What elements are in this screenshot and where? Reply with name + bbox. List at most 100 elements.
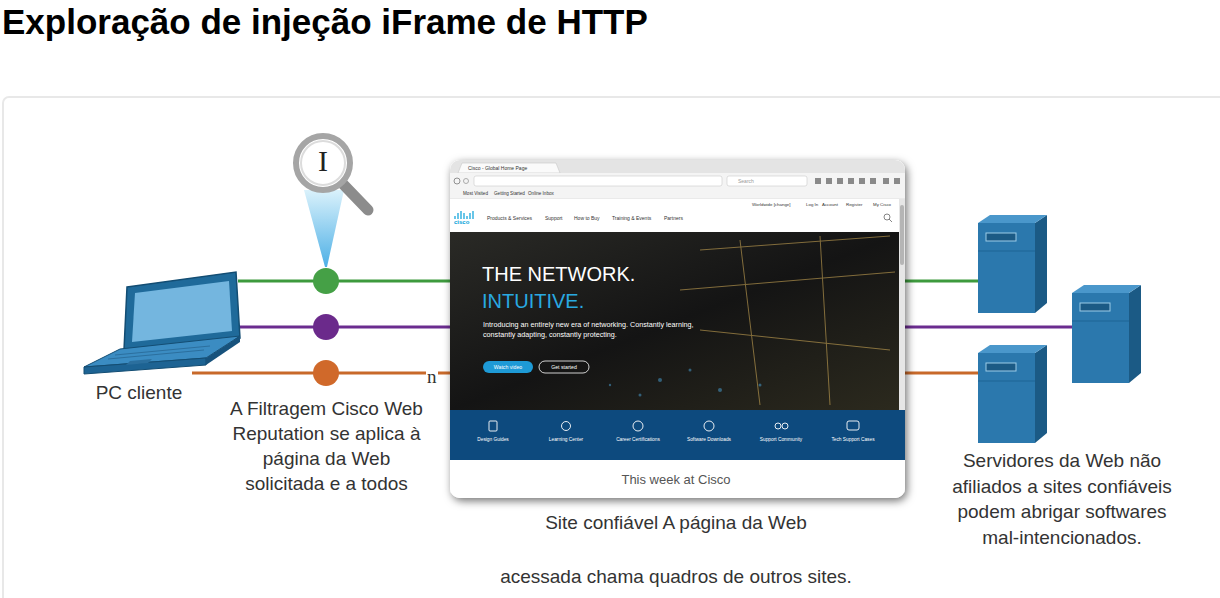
- browser-screenshot-part-part-part: [894, 178, 900, 184]
- browser-screenshot-part-part-part: [718, 388, 722, 392]
- filter-dots-part: [313, 360, 339, 386]
- site-nav: Training & Events: [612, 215, 651, 221]
- server-icons-part-part: [986, 233, 1016, 241]
- browser-screenshot-part-part: [815, 178, 900, 184]
- site-link: Account: [822, 202, 838, 207]
- browser-screenshot-part-part-part: [460, 211, 461, 219]
- hero-text: Introducing an entirely new era of netwo…: [483, 320, 701, 339]
- site-nav: Partners: [664, 215, 683, 221]
- tile-label: Support Community: [746, 437, 816, 443]
- browser-screenshot-part-part: [450, 188, 905, 199]
- browser-screenshot-part-part: [474, 176, 722, 186]
- hero-heading: THE NETWORK.: [482, 262, 635, 286]
- magnifier-icon-part: [296, 136, 350, 190]
- server-icons-part-part: [1035, 215, 1047, 313]
- tile-label: Software Downloads: [674, 437, 744, 443]
- site-link: Worldwide [change]: [752, 202, 790, 207]
- browser-screenshot-part-part: [489, 421, 859, 431]
- server-icons-part-part: [978, 381, 1035, 382]
- browser-screenshot-part-part: [900, 205, 904, 265]
- browser-screenshot-part-part-part: [700, 236, 890, 250]
- search-field: Search: [738, 178, 754, 184]
- browser-screenshot-part-part-part: [815, 178, 821, 184]
- server-icons-part-part: [986, 363, 1016, 371]
- browser-screenshot-part-part: [450, 160, 905, 173]
- laptop-icon-part: [84, 358, 206, 374]
- server-icons-part-part: [1072, 293, 1129, 383]
- site-link: Log In: [806, 202, 818, 207]
- hero-heading: INTUITIVE.: [482, 289, 584, 313]
- tile-label: Design Guides: [458, 437, 528, 443]
- browser-screenshot-part-part-part: [689, 369, 692, 372]
- server-icons-part-part: [1072, 285, 1141, 293]
- hero-button: Watch video: [483, 364, 533, 370]
- browser-screenshot-part-part-part: [609, 384, 611, 386]
- tile-label: Learning Center: [531, 437, 601, 443]
- browser-screenshot-part-part-part: [704, 421, 714, 431]
- site-nav: How to Buy: [574, 215, 600, 221]
- laptop-icon: [84, 272, 240, 374]
- section-heading: This week at Cisco: [576, 472, 776, 488]
- filter-dots-part: [313, 268, 339, 294]
- laptop-icon-part: [126, 359, 152, 365]
- slide-title: Exploração de injeção iFrame de HTTP: [2, 2, 648, 42]
- filter-dots: [313, 268, 339, 386]
- server-icons-part-part: [1129, 285, 1141, 383]
- bookmark: Getting Started: [494, 191, 525, 197]
- magnifier-icon-part: [301, 141, 345, 185]
- filter-dots-part: [313, 314, 339, 340]
- browser-screenshot-part: [450, 160, 905, 498]
- browser-screenshot-part-part-part: [680, 272, 895, 290]
- server-icons-part-part: [1072, 321, 1129, 322]
- server-icons-part-part: [978, 215, 1047, 223]
- site-link: Register: [846, 202, 862, 207]
- server-icons-part-part: [978, 223, 1035, 313]
- browser-screenshot-part-part: [455, 211, 473, 219]
- browser-screenshot-part-part-part: [466, 216, 467, 219]
- server-icons-part: [978, 215, 1047, 313]
- server-icons-part-part: [978, 251, 1035, 252]
- browser-screenshot-part-part: [450, 232, 905, 410]
- browser-screenshot-part-part: [454, 178, 460, 184]
- browser-screenshot-part-part-part: [782, 423, 788, 429]
- site-nav: Products & Services: [487, 215, 532, 221]
- server-icons-part: [1072, 285, 1141, 383]
- tile-label: Tech Support Cases: [818, 437, 888, 443]
- bookmark: Most Visited: [463, 191, 488, 197]
- browser-screenshot-part-part: [483, 361, 533, 373]
- stray-letter: n: [426, 366, 438, 389]
- server-note: Servidores da Web não afiliados a sites …: [946, 448, 1178, 550]
- browser-screenshot-part-part: [464, 179, 469, 184]
- magnifier-icon-part: [304, 190, 344, 267]
- browser-screenshot-part-part: [450, 410, 905, 460]
- filter-note: A Filtragem Cisco Web Reputation se apli…: [224, 396, 429, 496]
- browser-screenshot-part-part-part: [700, 330, 890, 350]
- browser-screenshot-part-part: [458, 163, 560, 173]
- caption-line: Site confiável A página da Web: [456, 512, 896, 535]
- laptop-icon-part: [132, 281, 232, 342]
- hero-button: Get started: [539, 364, 589, 370]
- browser-screenshot-part-part-part: [633, 421, 643, 431]
- browser-screenshot-part-part-part: [870, 178, 876, 184]
- browser-screenshot-part-part: [450, 460, 905, 498]
- browser-screenshot-part-part: [539, 361, 589, 373]
- browser-screenshot-part-part-part: [472, 211, 473, 219]
- browser-screenshot-part-part: [450, 199, 905, 232]
- browser-screenshot-part: [450, 160, 905, 498]
- browser-screenshot-part-part-part: [848, 178, 854, 184]
- panel: [3, 97, 1220, 598]
- site-nav: Support: [545, 215, 563, 221]
- server-icons-part-part: [978, 345, 1047, 353]
- magnifier-icon-part: [342, 183, 368, 210]
- browser-screenshot-part-part-part: [562, 422, 571, 431]
- browser-screenshot-part-part: [680, 236, 895, 405]
- browser-screenshot-part-part-part: [775, 423, 781, 429]
- browser-screenshot-part-part-part: [454, 216, 455, 219]
- server-icons-part-part: [978, 353, 1035, 443]
- tab-title: Cisco - Global Home Page: [468, 165, 527, 171]
- site-logo: cisco: [454, 219, 469, 226]
- server-icons-part: [978, 345, 1047, 443]
- bookmark: Online Inbox: [528, 191, 554, 197]
- browser-screenshot-part-part-part: [759, 384, 762, 387]
